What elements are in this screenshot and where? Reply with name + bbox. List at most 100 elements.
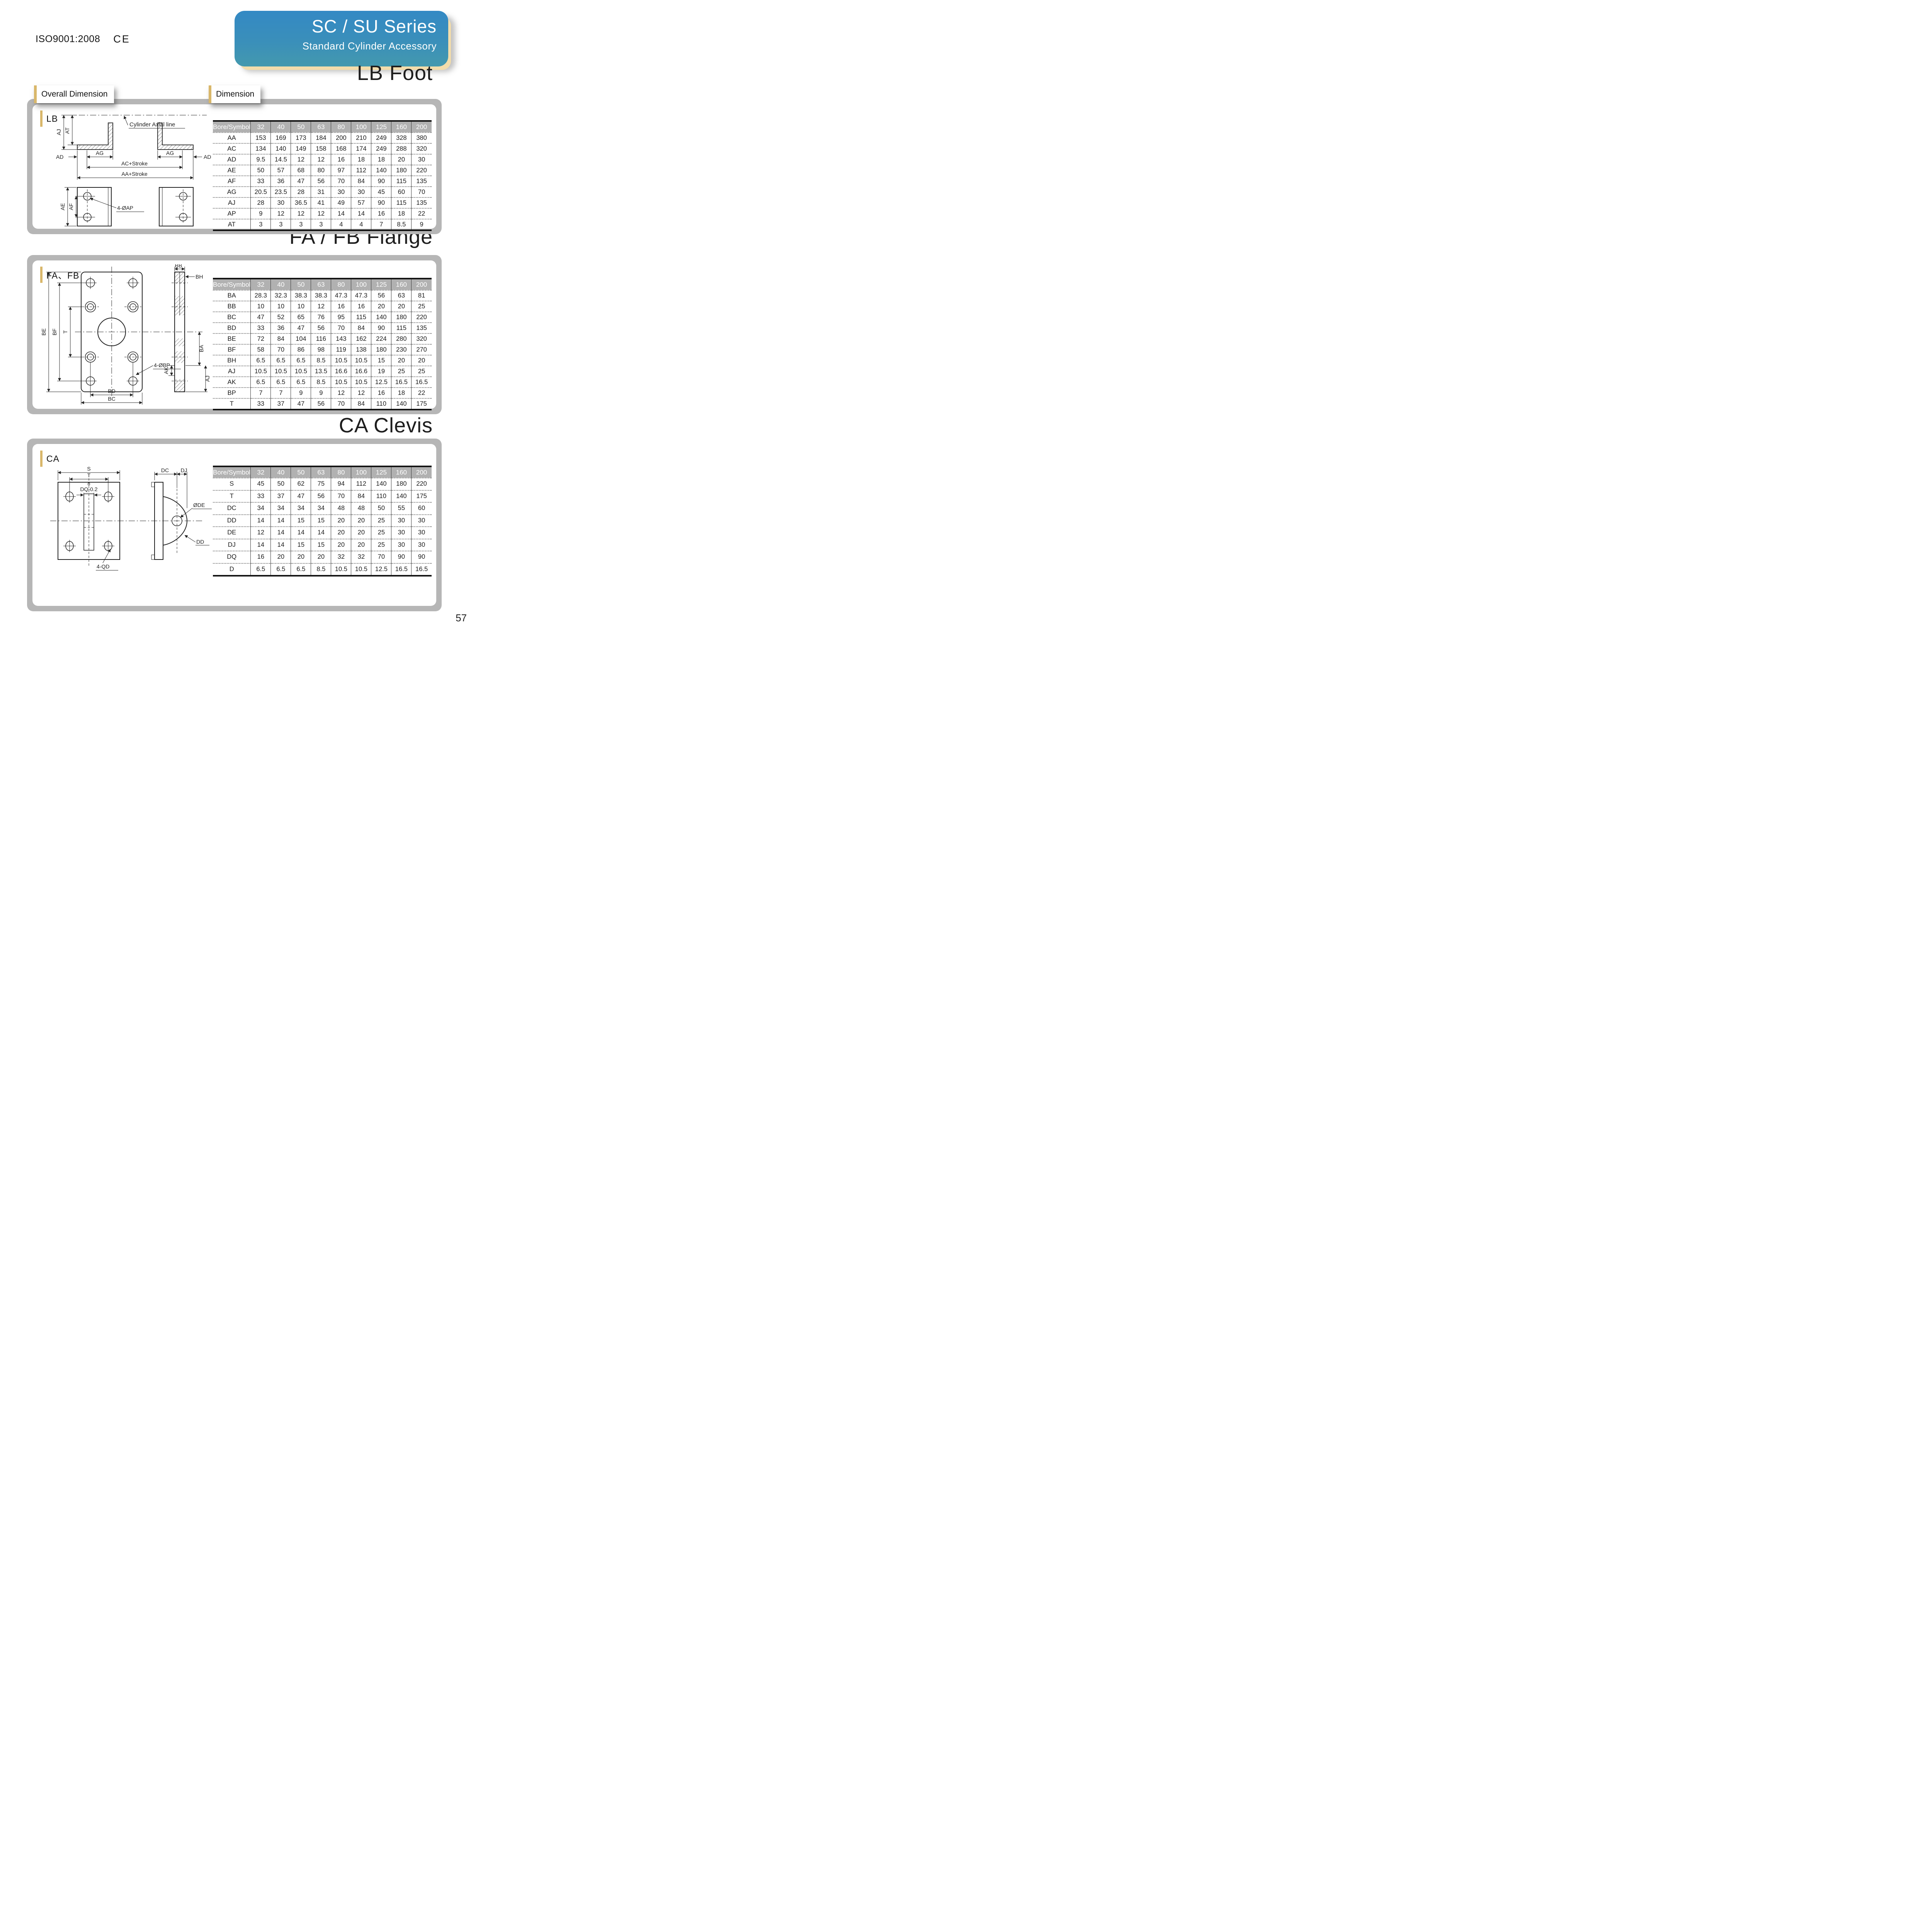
dim-value: 30: [270, 197, 291, 208]
lb-dim-ad-left-label: AD: [56, 154, 63, 160]
dim-value: 320: [411, 333, 432, 344]
dim-value: 7: [371, 219, 391, 230]
dim-value: 12: [291, 208, 311, 219]
row-symbol: DJ: [213, 538, 251, 551]
dim-value: 30: [411, 154, 432, 165]
dim-value: 6.5: [270, 563, 291, 576]
lb-foot-front-left: [77, 187, 112, 226]
series-subtitle: Standard Cylinder Accessory: [302, 40, 437, 52]
lb-dim-aa-label: AA+Stroke: [121, 171, 148, 177]
col-header-bore-200: 200: [411, 121, 432, 133]
col-header-bore-80: 80: [331, 466, 351, 478]
dim-value: 230: [391, 344, 412, 355]
page-number: 57: [456, 612, 467, 624]
ca-dim-dj-label: DJ: [180, 467, 187, 473]
dim-value: 9.5: [250, 154, 271, 165]
dim-value: 14: [291, 526, 311, 539]
dim-value: 55: [391, 502, 412, 515]
dim-value: 47: [291, 490, 311, 502]
dim-value: 16: [331, 154, 351, 165]
dim-value: 10.5: [331, 376, 351, 388]
dim-value: 65: [291, 311, 311, 323]
dim-value: 140: [270, 143, 291, 154]
fafb-dim-be-label: BE: [41, 328, 47, 336]
dim-value: 81: [411, 290, 432, 301]
row-symbol: AK: [213, 376, 251, 388]
dim-value: 25: [411, 366, 432, 377]
dim-value: 158: [311, 143, 331, 154]
dim-value: 328: [391, 132, 412, 143]
dim-value: 47.3: [351, 290, 371, 301]
dim-value: 8.5: [311, 563, 331, 576]
dim-value: 94: [331, 478, 351, 490]
row-symbol: T: [213, 398, 251, 410]
dim-value: 30: [411, 538, 432, 551]
lb-dim-af-label: AF: [68, 203, 74, 210]
dim-value: 135: [411, 322, 432, 333]
dim-value: 56: [311, 490, 331, 502]
dim-value: 14: [331, 208, 351, 219]
dim-value: 16.6: [331, 366, 351, 377]
dim-value: 20: [331, 514, 351, 527]
dim-value: 45: [371, 186, 391, 197]
dim-value: 12: [270, 208, 291, 219]
dim-value: 175: [411, 398, 432, 410]
dim-value: 20: [351, 514, 371, 527]
dim-value: 169: [270, 132, 291, 143]
dim-value: 280: [391, 333, 412, 344]
dim-value: 3: [270, 219, 291, 230]
ca-lug-profile: [163, 496, 188, 546]
dim-value: 47: [291, 175, 311, 187]
row-symbol: AT: [213, 219, 251, 230]
lb-section-title: LB Foot: [357, 61, 433, 85]
dim-value: 90: [391, 551, 412, 563]
dim-value: 47: [250, 311, 271, 323]
dim-value: 18: [351, 154, 371, 165]
dim-value: 3: [311, 219, 331, 230]
dim-value: 90: [371, 175, 391, 187]
dim-value: 112: [351, 165, 371, 176]
dim-value: 30: [411, 514, 432, 527]
dim-value: 104: [291, 333, 311, 344]
row-symbol: BD: [213, 322, 251, 333]
ca-dim-dd-label: DD: [196, 539, 204, 545]
row-symbol: AD: [213, 154, 251, 165]
dim-value: 134: [250, 143, 271, 154]
dim-value: 20: [351, 538, 371, 551]
dim-value: 20: [311, 551, 331, 563]
col-header-bore-32: 32: [250, 279, 271, 290]
dim-value: 15: [311, 538, 331, 551]
row-symbol: AF: [213, 175, 251, 187]
dim-value: 220: [411, 165, 432, 176]
col-header-bore-80: 80: [331, 279, 351, 290]
dim-value: 31: [311, 186, 331, 197]
gold-bar: [34, 85, 37, 103]
fafb-dim-bd-label: BD: [108, 388, 115, 394]
dim-value: 34: [250, 502, 271, 515]
lb-foot-diagram: Cylinder Axial line AJ AT AD AG AG AD AC…: [56, 115, 211, 226]
row-symbol: BB: [213, 301, 251, 312]
dim-value: 6.5: [250, 563, 271, 576]
col-header-bore-200: 200: [411, 279, 432, 290]
col-header-bore-125: 125: [371, 279, 391, 290]
dim-value: 270: [411, 344, 432, 355]
dim-value: 10.5: [291, 366, 311, 377]
dim-value: 180: [391, 165, 412, 176]
dim-value: 75: [311, 478, 331, 490]
